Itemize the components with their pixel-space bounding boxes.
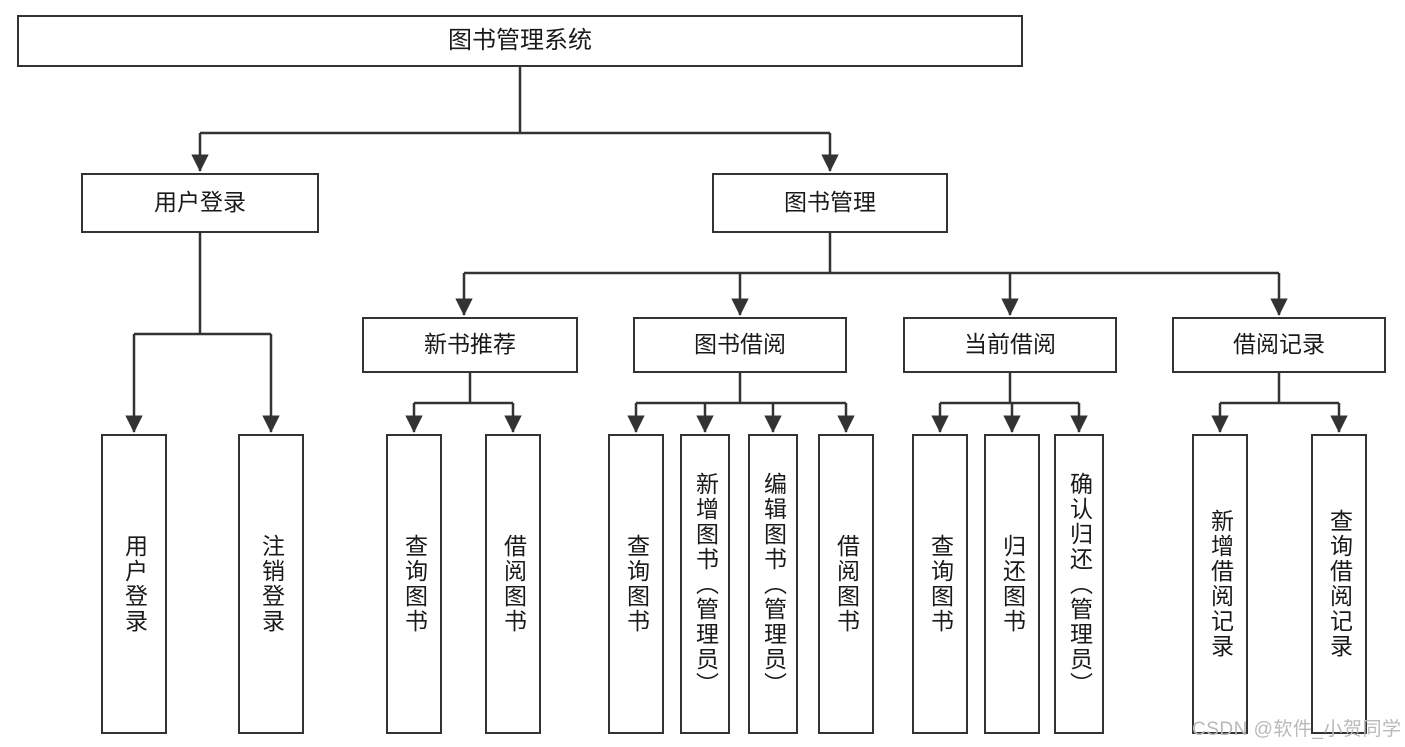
csdn-watermark: CSDN @软件_小贺同学 (1192, 719, 1402, 740)
node-book-manage-label: 图书管理 (784, 189, 876, 216)
node-leaf-user-logout-label: 注销登录 (258, 534, 285, 634)
node-leaf-return-book-label: 归还图书 (999, 534, 1026, 634)
node-leaf-borrow-book-1[interactable]: 借阅图书 (485, 434, 541, 734)
node-leaf-query-book-3[interactable]: 查询图书 (912, 434, 968, 734)
edge-group-book-borrow (627, 373, 855, 433)
edge-group-current-borrow (931, 373, 1088, 433)
node-leaf-add-record-label: 新增借阅记录 (1207, 509, 1234, 659)
node-leaf-query-record-label: 查询借阅记录 (1326, 509, 1353, 659)
node-current-borrow-label: 当前借阅 (964, 331, 1056, 358)
edge-group-borrow-record (1211, 373, 1348, 433)
node-book-borrow-label: 图书借阅 (694, 331, 786, 358)
node-leaf-borrow-book-1-label: 借阅图书 (500, 534, 527, 634)
node-leaf-borrow-book-2[interactable]: 借阅图书 (818, 434, 874, 734)
node-leaf-user-login[interactable]: 用户登录 (101, 434, 167, 734)
node-leaf-query-book-1-label: 查询图书 (401, 534, 428, 634)
node-user-login[interactable]: 用户登录 (81, 173, 319, 233)
node-borrow-record[interactable]: 借阅记录 (1172, 317, 1386, 373)
node-leaf-add-record[interactable]: 新增借阅记录 (1192, 434, 1248, 734)
node-root-label: 图书管理系统 (448, 26, 592, 54)
node-borrow-record-label: 借阅记录 (1233, 331, 1325, 358)
node-leaf-add-book[interactable]: 新增图书（管理员） (680, 434, 730, 734)
node-new-book-rec-label: 新书推荐 (424, 331, 516, 358)
node-current-borrow[interactable]: 当前借阅 (903, 317, 1117, 373)
node-leaf-query-book-2[interactable]: 查询图书 (608, 434, 664, 734)
node-book-borrow[interactable]: 图书借阅 (633, 317, 847, 373)
edge-group-book-manage (455, 233, 1288, 316)
node-leaf-user-login-label: 用户登录 (121, 534, 148, 634)
node-leaf-query-book-1[interactable]: 查询图书 (386, 434, 442, 734)
node-leaf-edit-book-label: 编辑图书（管理员） (760, 471, 787, 697)
node-leaf-query-book-2-label: 查询图书 (623, 534, 650, 634)
edge-group-new-book-rec (405, 373, 522, 433)
node-leaf-user-logout[interactable]: 注销登录 (238, 434, 304, 734)
node-leaf-confirm-return[interactable]: 确认归还（管理员） (1054, 434, 1104, 734)
node-leaf-add-book-label: 新增图书（管理员） (692, 471, 719, 697)
node-user-login-label: 用户登录 (154, 189, 246, 216)
edge-group-root (191, 67, 839, 172)
edge-group-user-login (125, 233, 280, 433)
node-leaf-query-book-3-label: 查询图书 (927, 534, 954, 634)
node-leaf-return-book[interactable]: 归还图书 (984, 434, 1040, 734)
node-leaf-borrow-book-2-label: 借阅图书 (833, 534, 860, 634)
node-book-manage[interactable]: 图书管理 (712, 173, 948, 233)
node-root[interactable]: 图书管理系统 (17, 15, 1023, 67)
node-leaf-confirm-return-label: 确认归还（管理员） (1066, 471, 1093, 697)
node-new-book-rec[interactable]: 新书推荐 (362, 317, 578, 373)
node-leaf-edit-book[interactable]: 编辑图书（管理员） (748, 434, 798, 734)
node-leaf-query-record[interactable]: 查询借阅记录 (1311, 434, 1367, 734)
